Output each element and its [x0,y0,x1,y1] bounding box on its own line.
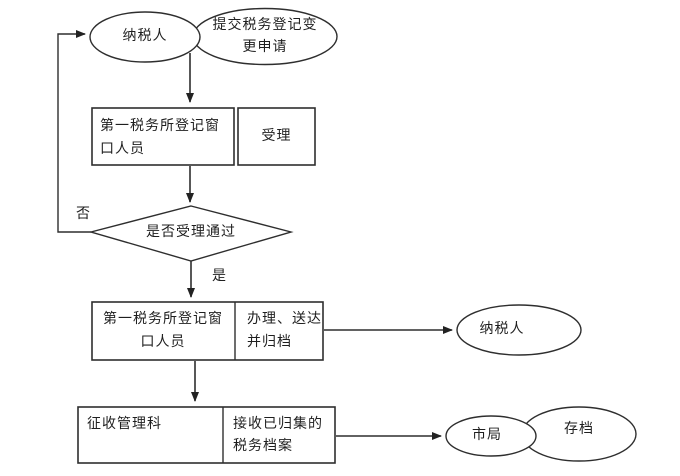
decision-diamond [88,205,294,262]
step3-role-label: 征收管理科 [87,417,162,432]
step1-action-label: 受理 [261,128,292,144]
step1-action-box [237,107,316,166]
step1-role-label: 第一税务所登记窗口人员 [100,119,220,157]
start-action-label: 提交税务登记变更申请 [212,18,318,55]
step3-action-label: 接收已归集的税务档案 [233,417,323,454]
step3-box [77,406,336,464]
start-actor-label: 纳税人 [122,29,168,44]
archive-label: 存档 [564,422,594,437]
decision-no-label: 否 [76,207,91,222]
step2-role-label: 第一税务所登记窗口人员 [103,312,223,350]
taxpayer-result-label: 纳税人 [479,322,525,337]
step2-box [91,301,324,361]
city-bureau-ellipse [445,415,537,457]
no-branch-connector [57,30,91,233]
decision-question-label: 是否受理通过 [146,225,236,240]
taxpayer-result-ellipse [456,304,582,356]
taxpayer-start-ellipse [89,11,201,63]
city-bureau-label: 市局 [472,428,502,443]
decision-yes-label: 是 [212,269,227,284]
step2-action-label: 办理、送达并归档 [247,312,322,350]
step1-role-box [91,107,235,166]
